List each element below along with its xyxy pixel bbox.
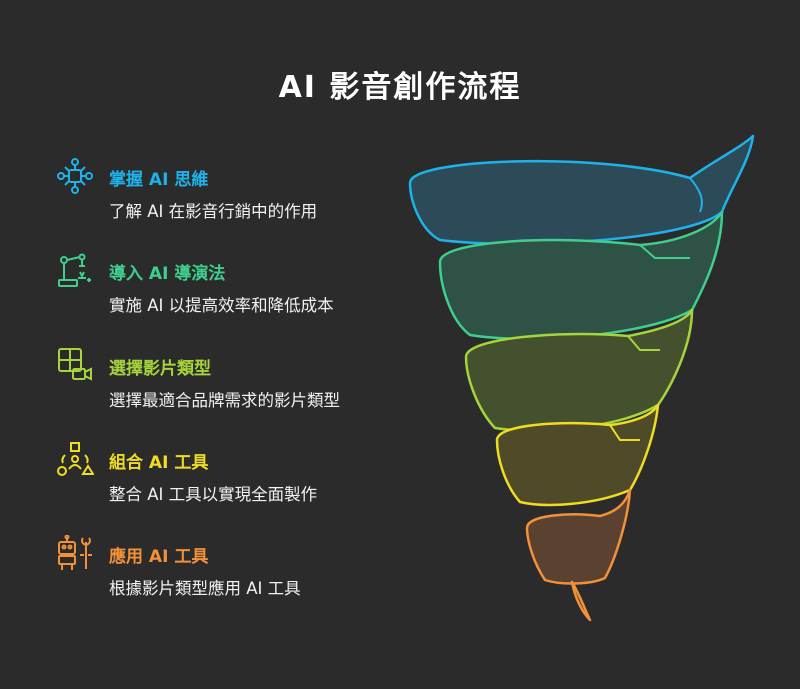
step-1-heading: 掌握 AI 思維 [109, 170, 209, 190]
step-5-description: 根據影片類型應用 AI 工具 [109, 579, 301, 598]
funnel-tip [570, 580, 592, 622]
robot-tools-icon [58, 535, 92, 570]
robot-arm-icon [58, 253, 91, 287]
step-3-heading: 選擇影片類型 [109, 359, 211, 379]
step-2-heading: 導入 AI 導演法 [109, 264, 226, 284]
tool-combination-icon [57, 442, 94, 476]
funnel-band-1 [408, 134, 755, 245]
step-1-description: 了解 AI 在影音行銷中的作用 [109, 202, 318, 221]
step-5-heading: 應用 AI 工具 [109, 547, 209, 567]
page-title: AI 影音創作流程 [278, 70, 522, 105]
step-4-description: 整合 AI 工具以實現全面製作 [109, 485, 318, 504]
funnel-band-5 [525, 488, 632, 585]
funnel-band-3 [464, 308, 694, 432]
video-layout-icon [58, 348, 92, 381]
step-3-description: 選擇最適合品牌需求的影片類型 [109, 391, 340, 410]
step-2-description: 實施 AI 以提高效率和降低成本 [109, 296, 334, 315]
network-nodes-icon [57, 158, 93, 194]
step-4-heading: 組合 AI 工具 [109, 453, 209, 473]
funnel-band-4 [495, 403, 660, 507]
funnel-band-2 [438, 210, 724, 341]
